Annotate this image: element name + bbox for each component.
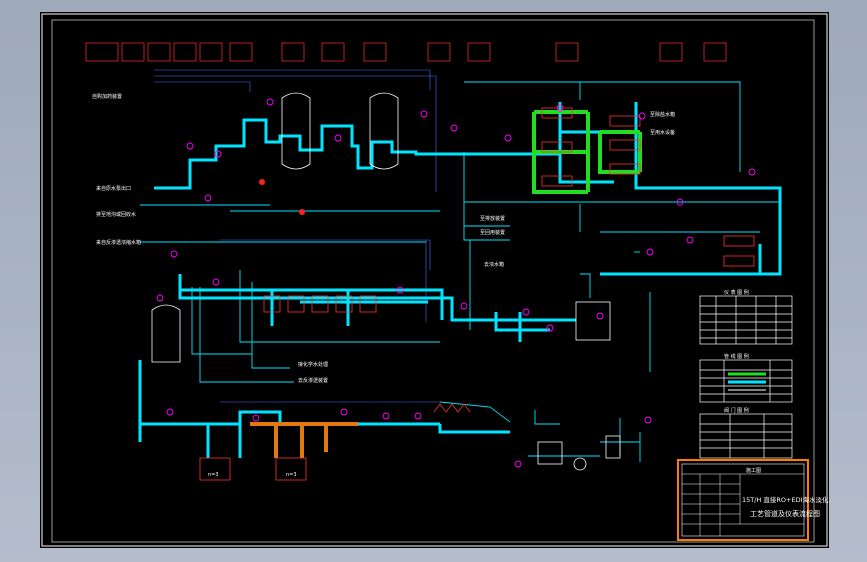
legend-title-2: 管 线 图 例 [724, 353, 749, 360]
top-tag-boxes [85, 42, 727, 62]
label-left-4: 来自反渗透浓缩水箱 [96, 239, 141, 246]
title-line-1: 15T/H 直接RO+EDI海水淡化 [742, 495, 829, 504]
pumps [259, 179, 305, 215]
label-mid-3: 去浓水箱 [484, 261, 504, 268]
label-left-2: 来自原水泵出口 [96, 185, 131, 192]
label-right-1: 至除盐水箱 [650, 111, 675, 118]
label-left-1: 自购加药装置 [92, 93, 122, 100]
filter-row [199, 107, 755, 481]
green-pipes [532, 110, 642, 194]
vessels [151, 92, 621, 471]
legend-tables [699, 295, 793, 459]
title-line-2: 工艺管道及仪表流程图 [750, 509, 820, 518]
legend-line-samples [728, 372, 766, 391]
legend-title-3: 阀 门 图 例 [724, 407, 749, 414]
instrument-bubbles [156, 98, 756, 468]
label-right-2: 至用水设备 [650, 129, 675, 136]
drawing-canvas: 自购加药装置 来自原水泵出口 排至地沟或回收水 来自反渗透浓缩水箱 至除盐水箱 … [40, 12, 829, 548]
pid-diagram: 自购加药装置 来自原水泵出口 排至地沟或回收水 来自反渗透浓缩水箱 至除盐水箱 … [41, 13, 829, 547]
label-bot-n2: n=3 [286, 472, 297, 478]
label-left-3: 排至地沟或回收水 [96, 211, 136, 218]
legend-title-1: 仪 表 图 例 [724, 289, 749, 296]
outer-border [41, 13, 828, 547]
title-header: 施工图 [746, 467, 761, 474]
label-bot-2: 去反渗透装置 [298, 377, 328, 384]
signal-lines [154, 69, 440, 403]
label-mid-1: 至排放装置 [480, 215, 505, 222]
label-bot-n1: n=3 [208, 472, 219, 478]
title-block [677, 459, 809, 541]
thin-pipes [140, 81, 781, 462]
inner-border [51, 19, 815, 543]
label-bot-1: 接化学水处理 [298, 361, 328, 368]
heater-coil [433, 403, 471, 413]
orange-pipes [250, 422, 358, 458]
main-pipes [138, 102, 782, 458]
label-mid-2: 至回用装置 [480, 229, 505, 236]
